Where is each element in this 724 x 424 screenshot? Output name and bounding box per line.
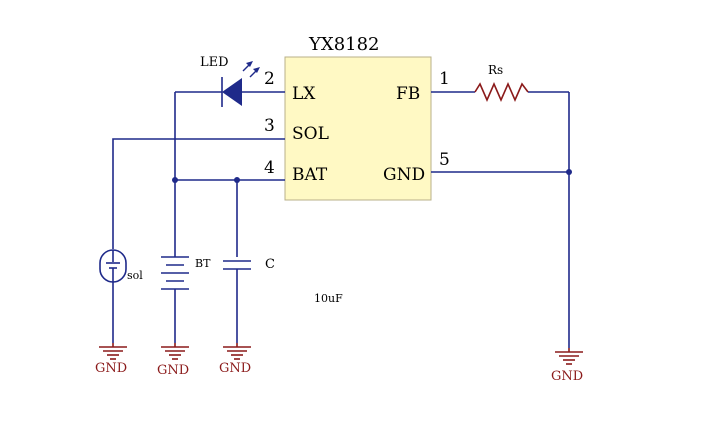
ground-label: GND [95, 361, 127, 376]
pin-name-gnd: GND [383, 165, 425, 185]
pin-name-fb: FB [396, 84, 420, 104]
capacitor-value: 10uF [314, 292, 343, 305]
sol-net [112, 138, 285, 249]
ground-icon [99, 343, 127, 360]
gnd-net [431, 169, 572, 175]
pin-num-2: 2 [264, 69, 275, 89]
capacitor-icon [223, 260, 251, 343]
led-icon [221, 61, 260, 107]
pin-num-4: 4 [264, 158, 275, 178]
pin-name-bat: BAT [292, 165, 328, 185]
pin-num-5: 5 [439, 150, 450, 170]
fb-net [431, 91, 570, 348]
battery-label: BT [195, 257, 211, 270]
ground-icon [161, 343, 189, 360]
ground-icon [555, 348, 583, 365]
pin-num-3: 3 [264, 116, 275, 136]
led-label: LED [200, 55, 229, 70]
ground-label: GND [157, 363, 189, 378]
ground-label: GND [551, 369, 583, 384]
ground-icon [223, 343, 251, 360]
resistor-label: Rs [488, 63, 503, 77]
resistor-icon [474, 82, 529, 102]
pin-name-sol: SOL [292, 124, 329, 144]
ic-name: YX8182 [308, 34, 380, 55]
solar-label: sol [127, 269, 143, 282]
battery-icon [161, 256, 189, 343]
ic-body [284, 56, 432, 201]
lx-net [174, 91, 285, 257]
bat-net [172, 177, 285, 257]
ground-label: GND [219, 361, 251, 376]
pin-name-lx: LX [292, 84, 316, 104]
pin-num-1: 1 [439, 69, 450, 89]
capacitor-label: C [265, 257, 275, 272]
solar-cell-icon [99, 249, 127, 343]
